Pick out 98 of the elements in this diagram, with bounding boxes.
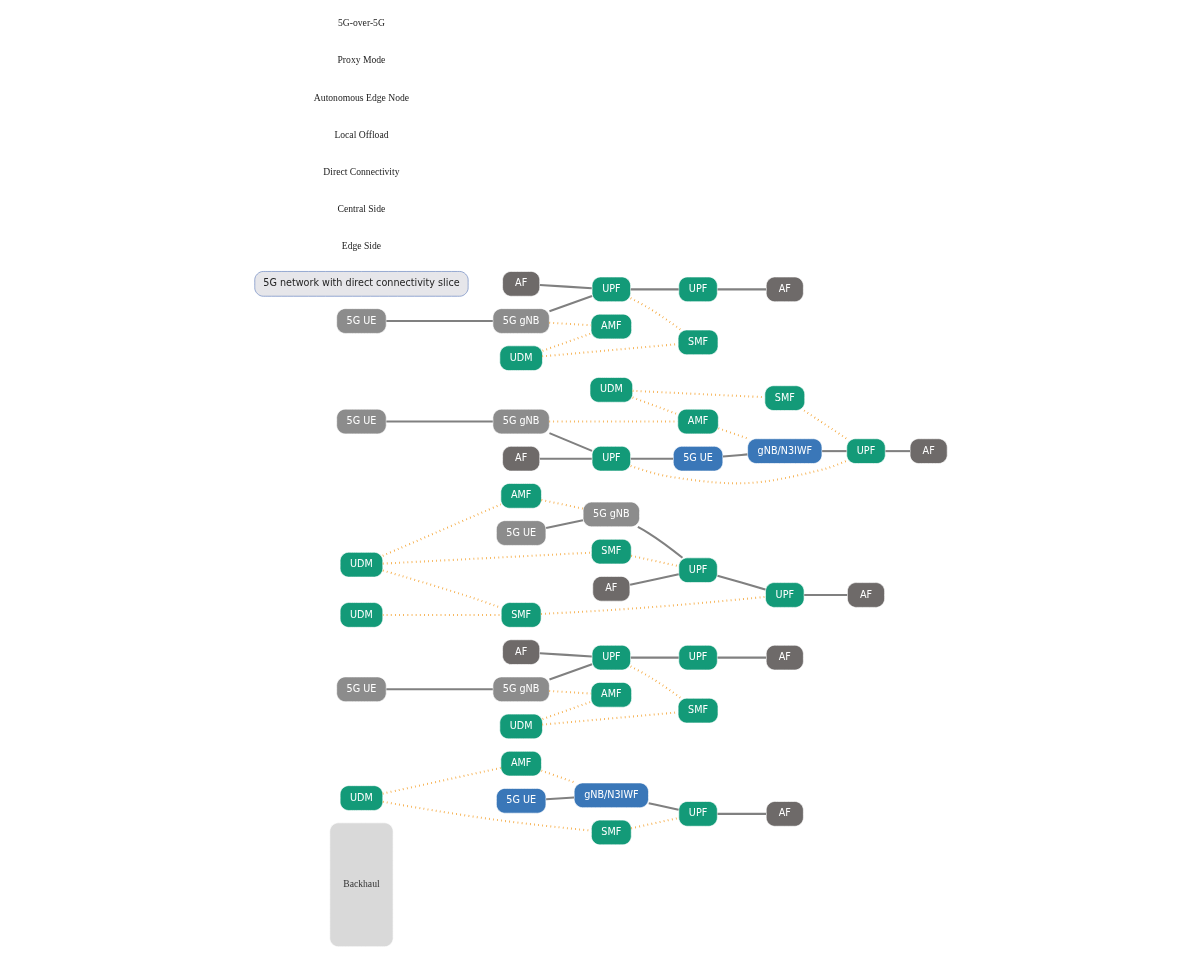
connector <box>539 283 592 290</box>
label: Local Offload <box>333 128 388 140</box>
connector <box>541 711 678 726</box>
node-box: SMF <box>764 385 805 411</box>
connector <box>630 457 673 460</box>
node-box: UPF <box>591 276 631 303</box>
node-box: AF <box>765 801 804 827</box>
connector <box>884 450 910 453</box>
node-box: UDM <box>498 345 543 371</box>
node-box: UPF <box>677 644 718 671</box>
label: Autonomous Edge Node <box>313 91 409 103</box>
connector <box>548 420 678 423</box>
connector <box>541 332 591 352</box>
node-box: SMF <box>500 602 541 628</box>
connector <box>541 343 678 358</box>
node-box: 5G UE <box>495 520 546 546</box>
node-box: AMF <box>590 682 632 708</box>
node-box: 5G gNB <box>582 501 640 528</box>
node-box: Backhaul <box>328 822 393 948</box>
connector <box>636 525 683 559</box>
connector <box>541 700 591 721</box>
node-box: AMF <box>500 483 542 509</box>
node-box: UPF <box>677 801 718 827</box>
connector <box>629 665 682 700</box>
node-box: 5G gNB <box>492 308 550 334</box>
connector <box>803 409 847 440</box>
connector <box>382 551 591 565</box>
node-box: UDM <box>339 551 383 578</box>
connector <box>539 652 592 658</box>
node-box: SMF <box>590 819 632 846</box>
node-box: AF <box>501 445 540 472</box>
label: Central Side <box>337 203 385 215</box>
node-box: UPF <box>591 644 631 671</box>
node-box: 5G UE <box>335 308 387 334</box>
node-box: 5G UE <box>335 676 387 703</box>
connector <box>545 796 574 801</box>
connector <box>803 593 847 597</box>
node-box: AF <box>501 639 540 665</box>
connector <box>381 503 501 557</box>
connector <box>629 573 679 586</box>
label: 5G-over-5G <box>337 17 385 29</box>
connector <box>716 574 766 591</box>
connector <box>630 816 679 830</box>
node-box: UPF <box>591 445 631 472</box>
node-box: UDM <box>339 785 383 811</box>
label: Direct Connectivity <box>322 165 400 177</box>
connector <box>630 288 679 291</box>
node-box: AF <box>501 271 540 297</box>
connector <box>631 396 678 416</box>
node-box: AMF <box>590 313 632 340</box>
connector <box>545 519 583 529</box>
node-box: 5G UE <box>335 408 387 435</box>
connector <box>630 656 679 659</box>
node-box: 5G network with direct connectivity slice <box>253 271 468 297</box>
node-box: AF <box>765 276 804 303</box>
connector <box>717 288 766 291</box>
connector <box>385 320 493 323</box>
connector <box>540 498 583 510</box>
node-box: 5G gNB <box>492 676 550 703</box>
label: Proxy Mode <box>337 54 385 66</box>
node-box: AF <box>846 582 885 608</box>
connector <box>717 427 749 440</box>
connector <box>385 420 493 423</box>
node-box: UPF <box>845 438 886 464</box>
connector <box>717 656 766 659</box>
node-box: UPF <box>677 557 718 583</box>
node-box: 5G gNB <box>492 408 550 435</box>
node-box: UDM <box>589 377 633 403</box>
connector <box>629 297 682 331</box>
node-box: SMF <box>677 697 718 724</box>
connector <box>548 663 592 681</box>
connector <box>630 554 679 568</box>
connector <box>540 769 576 784</box>
connector <box>548 295 592 313</box>
connector <box>821 450 847 453</box>
node-box: AF <box>591 576 630 602</box>
connector <box>629 459 847 485</box>
node-box: UPF <box>677 276 718 303</box>
node-box: UPF <box>764 582 804 608</box>
node-box: UDM <box>339 602 383 628</box>
connector <box>385 688 493 691</box>
node-box: gNB/N3IWF <box>573 782 649 809</box>
node-box: 5G UE <box>495 788 546 814</box>
label: Edge Side <box>341 240 381 252</box>
connector <box>717 812 766 815</box>
node-box: 5G UE <box>672 445 723 472</box>
node-box: AMF <box>500 750 542 777</box>
node-box: UDM <box>498 713 543 740</box>
node-box: SMF <box>590 538 632 565</box>
connector <box>722 453 747 458</box>
node-box: AF <box>909 438 948 464</box>
node-box: AF <box>765 644 804 671</box>
connector <box>648 802 679 811</box>
node-box: SMF <box>677 329 718 356</box>
connector <box>548 432 592 452</box>
node-box: AMF <box>676 408 719 435</box>
node-box: gNB/N3IWF <box>746 438 822 464</box>
connector <box>539 457 592 460</box>
